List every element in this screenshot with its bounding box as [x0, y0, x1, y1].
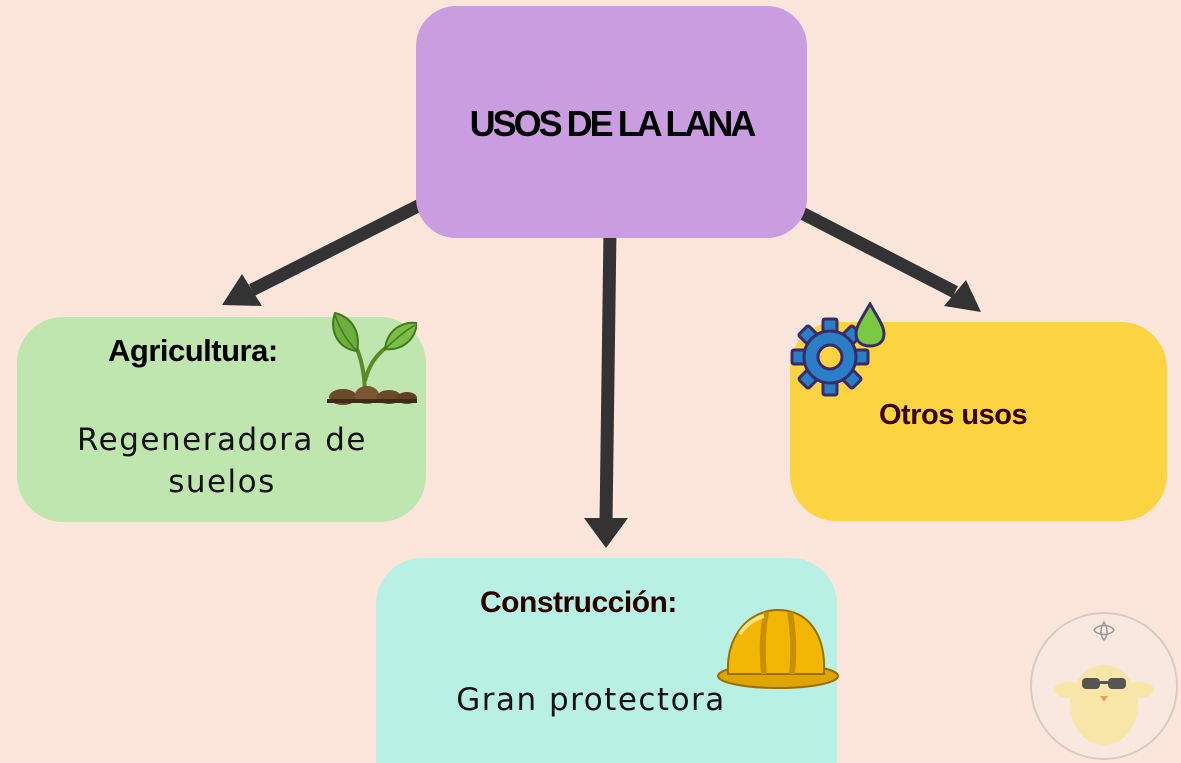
arrowhead-otros — [944, 280, 981, 312]
arrowhead-agricultura — [222, 274, 262, 306]
chick-seal-icon — [1030, 612, 1178, 760]
central-title: USOS DE LA LANA — [469, 103, 757, 144]
construccion-heading: Construcción: — [480, 586, 677, 619]
agricultura-heading: Agricultura: — [108, 333, 278, 368]
otros-heading: Otros usos — [879, 399, 1028, 431]
agricultura-text: Regeneradora de suelos — [77, 422, 367, 500]
construccion-text: Gran protectora — [456, 682, 726, 718]
hard-hat-icon — [717, 608, 839, 689]
node-otros: Otros usos — [790, 302, 1167, 521]
arrow-to-otros — [793, 204, 958, 298]
node-agricultura: Agricultura: Regeneradora de suelos — [17, 311, 426, 522]
node-construccion: Construcción: Gran protectora — [376, 558, 839, 763]
arrow-to-construccion — [599, 229, 617, 523]
arrow-to-agricultura — [249, 199, 423, 296]
central-node: USOS DE LA LANA — [416, 6, 807, 238]
plant-sprout-icon — [327, 311, 417, 405]
arrowhead-construccion — [584, 518, 628, 548]
gear-droplet-icon — [790, 302, 886, 397]
